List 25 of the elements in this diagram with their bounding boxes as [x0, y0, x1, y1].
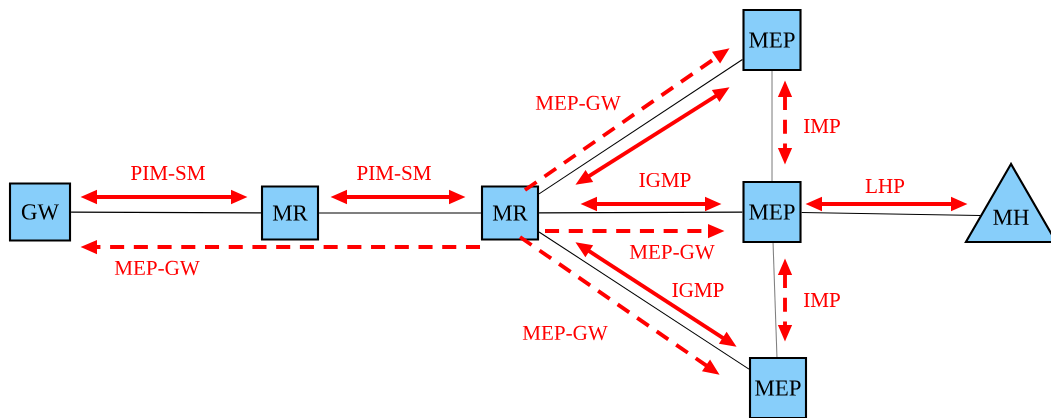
edge-label: IGMP	[636, 171, 694, 189]
node-box: MR	[480, 185, 540, 241]
node-box: MEP	[742, 180, 802, 244]
node-box: MR	[260, 185, 320, 241]
node-box: MEP	[742, 8, 802, 72]
edge-label: IGMP	[669, 281, 727, 299]
connector-line	[538, 231, 750, 370]
edge-label: MEP-GW	[520, 324, 610, 342]
edge-label: MEP-GW	[112, 259, 202, 277]
edge-label: PIM-SM	[128, 164, 208, 182]
edge-label: LHP	[863, 177, 907, 195]
connector-line	[318, 212, 482, 214]
connector-line	[538, 58, 743, 195]
connector-line	[801, 211, 981, 216]
node-box: MEP	[748, 356, 808, 418]
node-box: GW	[8, 182, 72, 242]
edge-label: IMP	[801, 291, 843, 309]
connector-line	[772, 242, 778, 358]
edge-label: MEP-GW	[627, 243, 717, 261]
connector-line	[538, 211, 743, 214]
edge-label: IMP	[801, 117, 843, 135]
edge-label: PIM-SM	[354, 164, 434, 182]
connector-line	[70, 211, 262, 214]
connector-line	[771, 70, 773, 182]
edge-label: MEP-GW	[533, 94, 623, 112]
